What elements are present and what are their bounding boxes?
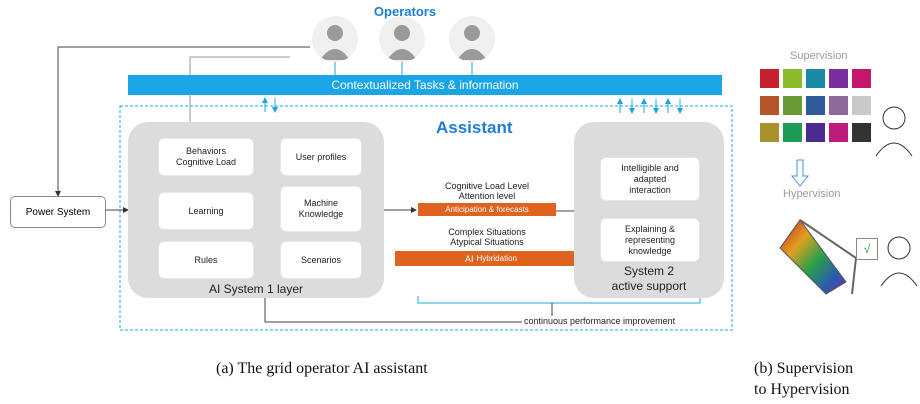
system-2-panel	[574, 122, 724, 298]
continuous-improvement-label: continuous performance improvement	[522, 316, 678, 326]
hypervision-label: Hypervision	[783, 188, 841, 200]
color-tile	[829, 96, 848, 115]
color-tile	[806, 96, 825, 115]
color-tile	[783, 123, 802, 142]
assistant-frame	[119, 105, 733, 331]
checkmark-icon: √	[856, 238, 878, 260]
operators-title: Operators	[373, 4, 437, 19]
learning-box: Learning	[158, 192, 254, 230]
color-tile	[783, 96, 802, 115]
contextualized-tasks-bar: Contextualized Tasks & information	[128, 75, 722, 95]
caption-b: (b) Supervision to Hypervision	[754, 360, 854, 398]
color-tile	[783, 69, 802, 88]
cognitive-load-text: Cognitive Load Level Attention level	[444, 181, 530, 201]
color-tile	[806, 123, 825, 142]
operator-avatar-3	[449, 16, 495, 62]
scenarios-box: Scenarios	[280, 241, 362, 279]
color-tile	[760, 96, 779, 115]
hypervision-display-icon	[768, 208, 860, 305]
color-tile	[829, 69, 848, 88]
user-profiles-box: User profiles	[280, 138, 362, 176]
operator-avatar-2	[379, 16, 425, 62]
caption-a: (a) The grid operator AI assistant	[216, 360, 428, 377]
color-tile	[806, 69, 825, 88]
system-2-label: System 2 active support	[611, 264, 687, 293]
complex-situations-text: Complex Situations Atypical Situations	[448, 227, 526, 247]
color-tile	[760, 123, 779, 142]
color-tile	[829, 123, 848, 142]
color-tile	[852, 96, 871, 115]
supervision-color-grid	[760, 69, 875, 154]
color-tile	[852, 69, 871, 88]
color-tile	[760, 69, 779, 88]
assistant-title: Assistant	[436, 118, 513, 137]
power-system-box: Power System	[10, 196, 106, 228]
rules-box: Rules	[158, 241, 254, 279]
operator-avatar-1	[312, 16, 358, 62]
anticipation-bar: Anticipation & forecasts	[418, 203, 556, 216]
color-tile	[852, 123, 871, 142]
supervisor-person-icon	[872, 98, 916, 163]
supervision-label: Supervision	[790, 50, 848, 62]
hypervisor-person-icon	[878, 228, 920, 293]
ai-system-1-label: AI System 1 layer	[208, 282, 304, 296]
